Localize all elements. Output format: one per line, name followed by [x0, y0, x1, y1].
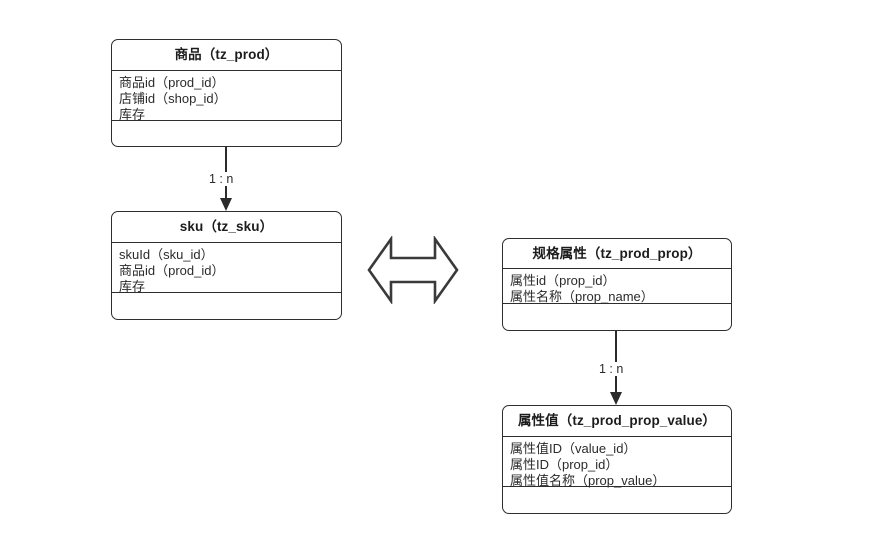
entity-operations: [503, 487, 731, 513]
attribute-row: 属性值ID（value_id）: [510, 441, 637, 456]
attribute-row: 店铺id（shop_id）: [119, 91, 227, 106]
entity-operations: [503, 304, 731, 330]
entity-attributes: 属性id（prop_id） 属性名称（prop_name）: [503, 269, 731, 304]
connector-line-prop-value: [615, 331, 617, 392]
entity-attributes: 商品id（prod_id） 店铺id（shop_id） 库存: [112, 71, 341, 122]
entity-tz-sku[interactable]: sku（tz_sku） skuId（sku_id） 商品id（prod_id） …: [111, 211, 342, 320]
entity-attributes: skuId（sku_id） 商品id（prod_id） 库存: [112, 243, 341, 294]
relation-label-prop-value: 1 : n: [597, 362, 626, 376]
entity-tz-prod-prop[interactable]: 规格属性（tz_prod_prop） 属性id（prop_id） 属性名称（pr…: [502, 238, 732, 331]
entity-title: sku（tz_sku）: [112, 212, 341, 243]
entity-operations: [112, 121, 341, 146]
attribute-row: 属性名称（prop_name）: [510, 289, 654, 304]
attribute-row: 商品id（prod_id）: [119, 263, 225, 278]
entity-tz-prod-prop-value[interactable]: 属性值（tz_prod_prop_value） 属性值ID（value_id） …: [502, 405, 732, 514]
double-headed-arrow-svg: [367, 234, 459, 306]
double-headed-arrow-icon: [366, 234, 460, 306]
attribute-row: 库存: [119, 279, 146, 294]
attribute-row: 商品id（prod_id）: [119, 75, 225, 90]
entity-tz-prod[interactable]: 商品（tz_prod） 商品id（prod_id） 店铺id（shop_id） …: [111, 39, 342, 147]
relation-label-prod-sku: 1 : n: [207, 172, 236, 186]
attribute-row: skuId（sku_id）: [119, 247, 214, 262]
connector-arrowhead-prop-value: [609, 392, 622, 405]
entity-operations: [112, 293, 341, 319]
entity-title: 规格属性（tz_prod_prop）: [503, 239, 731, 269]
entity-title: 商品（tz_prod）: [112, 40, 341, 71]
attribute-row: 属性ID（prop_id）: [510, 457, 619, 472]
attribute-row: 库存: [119, 107, 146, 122]
attribute-row: 属性值名称（prop_value）: [510, 473, 666, 488]
entity-title: 属性值（tz_prod_prop_value）: [503, 406, 731, 437]
connector-arrowhead-prod-sku: [219, 198, 232, 211]
attribute-row: 属性id（prop_id）: [510, 273, 616, 288]
entity-attributes: 属性值ID（value_id） 属性ID（prop_id） 属性值名称（prop…: [503, 437, 731, 488]
